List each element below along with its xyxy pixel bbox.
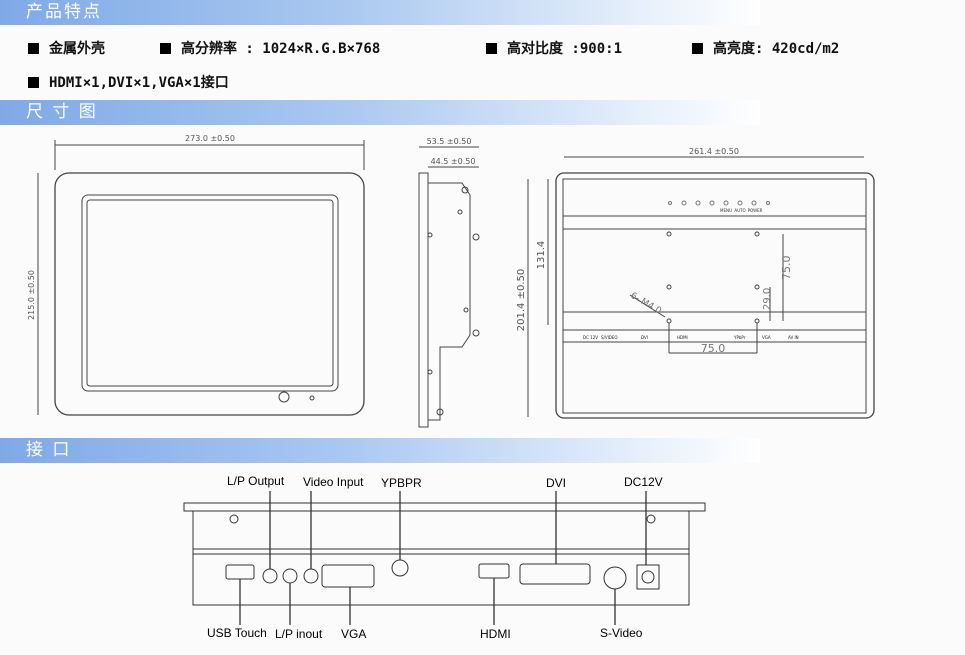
video-input-port (303, 568, 319, 584)
svg-text:VGA: VGA (762, 335, 771, 340)
svideo-port (603, 566, 627, 590)
section-header-dimensions: 尺 寸 图 (0, 100, 760, 125)
svg-text:215.0 ±0.50: 215.0 ±0.50 (27, 270, 36, 320)
label-vga: VGA (341, 627, 367, 641)
feature-item: 高亮度: 420cd/m2 (692, 38, 839, 58)
svg-text:DC 12V: DC 12V (583, 335, 598, 340)
usb-port (225, 564, 255, 580)
hdmi-port (478, 563, 510, 579)
svg-text:29.0: 29.0 (762, 288, 773, 310)
label-dvi: DVI (546, 476, 567, 490)
svg-text:131.4: 131.4 (536, 241, 547, 270)
lp-input-port (282, 568, 298, 584)
section-header-features: 产品特点 (0, 0, 760, 25)
svg-text:AUTO: AUTO (734, 208, 745, 213)
svg-text:YPbPr: YPbPr (733, 335, 746, 340)
dimension-drawing: 273.0 ±0.50 215.0 ±0.50 53.5 ±0.50 44.5 … (27, 134, 875, 428)
label-video-input: Video Input (303, 475, 364, 489)
svg-text:44.5 ±0.50: 44.5 ±0.50 (431, 157, 476, 166)
svg-text:HDMI: HDMI (677, 335, 688, 340)
svg-text:6- M4.0: 6- M4.0 (629, 291, 664, 317)
label-ypbpr: YPBPR (381, 476, 422, 490)
vga-port (321, 564, 375, 588)
svg-text:DVI: DVI (641, 335, 648, 340)
svg-text:273.0 ±0.50: 273.0 ±0.50 (185, 134, 235, 143)
label-lp-output: L/P Output (227, 474, 285, 488)
svg-text:S/VIDEO: S/VIDEO (601, 335, 618, 340)
label-lp-input: L/P inout (275, 627, 323, 641)
back-view: 261.4 ±0.50 201.4 ±0.50 131.4 MENU AUTO … (516, 147, 875, 419)
feature-item: 金属外壳 (28, 38, 105, 58)
label-usb-touch: USB Touch (207, 626, 267, 640)
feature-item: 高分辨率 : 1024×R.G.B×768 (160, 38, 380, 58)
lp-output-port (262, 568, 278, 584)
interface-panel-drawing (183, 491, 706, 625)
dvi-port (519, 563, 591, 585)
dc-port (636, 564, 660, 590)
feature-item: HDMI×1,DVI×1,VGA×1接口 (28, 72, 229, 92)
svg-text:53.5 ±0.50: 53.5 ±0.50 (427, 137, 472, 146)
front-view: 273.0 ±0.50 215.0 ±0.50 (27, 134, 365, 416)
ypbpr-port (391, 559, 409, 577)
side-view: 53.5 ±0.50 44.5 ±0.50 (418, 137, 480, 428)
svg-text:201.4 ±0.50: 201.4 ±0.50 (516, 269, 527, 331)
svg-text:261.4 ±0.50: 261.4 ±0.50 (689, 147, 739, 156)
svg-text:75.0: 75.0 (780, 256, 793, 281)
svg-text:AV IN: AV IN (788, 335, 799, 340)
section-header-interfaces: 接 口 (0, 438, 760, 463)
feature-item: 高对比度 :900:1 (486, 38, 622, 58)
label-dc12v: DC12V (624, 475, 663, 489)
svg-text:POWER: POWER (748, 208, 763, 213)
svg-text:MENU: MENU (720, 208, 732, 213)
label-svideo: S-Video (600, 626, 643, 640)
label-hdmi: HDMI (480, 627, 511, 641)
svg-text:75.0: 75.0 (701, 342, 726, 355)
